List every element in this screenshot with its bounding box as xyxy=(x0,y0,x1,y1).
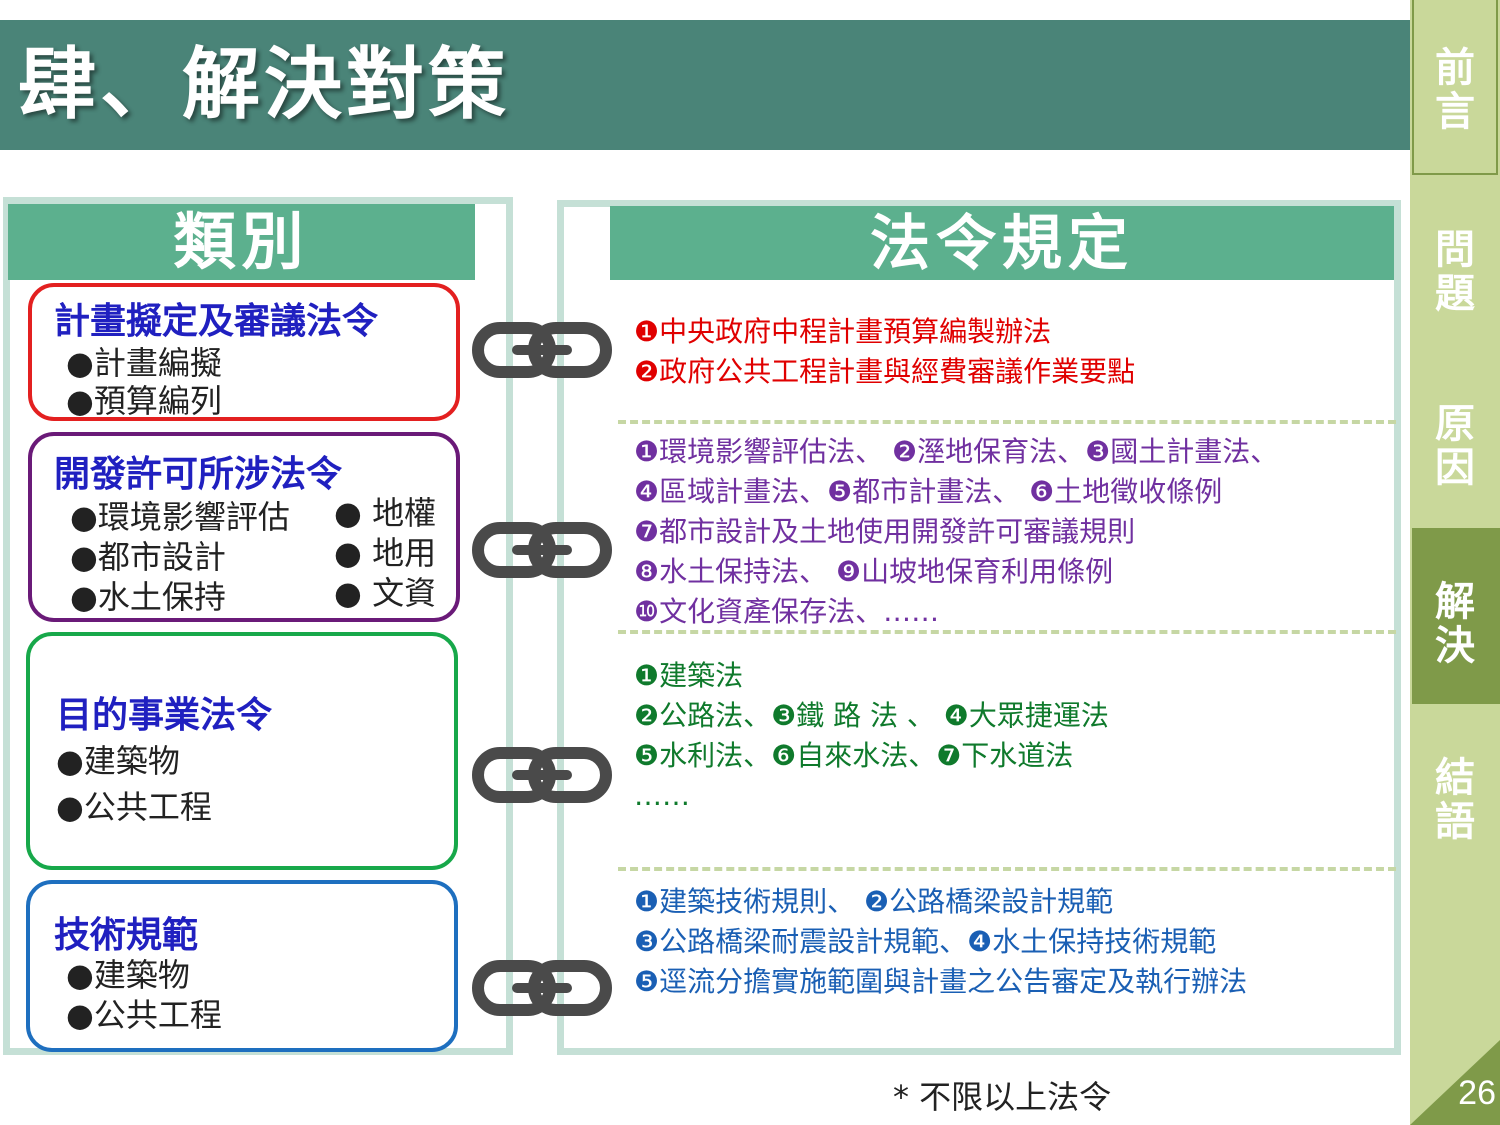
category-item: ●公共工程 xyxy=(66,996,222,1034)
regulation-item: ❺逕流分擔實施範圍與計畫之公告審定及執行辦法 xyxy=(634,965,1248,998)
regulation-item: ❸公路橋梁耐震設計規範、❹水土保持技術規範 xyxy=(634,925,1217,958)
nav-item-intro-char-1: 前 xyxy=(1435,45,1475,91)
chain-link-icon xyxy=(472,522,612,578)
regulation-header: 法令規定 xyxy=(610,206,1394,280)
regulation-group-planning: ❶中央政府中程計畫預算編製辦法 ❷政府公共工程計畫與經費審議作業要點 xyxy=(634,312,1135,392)
chain-link-icon xyxy=(472,322,612,378)
chain-link-icon xyxy=(472,960,612,1016)
category-title: 技術規範 xyxy=(54,915,199,956)
regulation-item: ❶建築技術規則、 ❷公路橋梁設計規範 xyxy=(634,885,1114,918)
category-box-purpose xyxy=(26,632,458,870)
category-box-planning xyxy=(28,283,460,421)
regulation-group-purpose: ❶建築法 ❷公路法、❸鐵 路 法 、 ❹大眾捷運法 ❺水利法、❻自來水法、❼下水… xyxy=(634,656,1109,816)
regulation-item: ❽水土保持法、 ❾山坡地保育利用條例 xyxy=(634,555,1114,588)
regulation-group-development: ❶環境影響評估法、 ❷溼地保育法、❸國土計畫法、 ❹區域計畫法、❺都市計畫法、 … xyxy=(634,432,1278,632)
category-item: ●都市設計 xyxy=(70,538,226,576)
category-item: ● 地用 xyxy=(334,534,437,572)
regulation-item: ❼都市設計及土地使用開發許可審議規則 xyxy=(634,515,1136,548)
category-item: ● 文資 xyxy=(334,574,437,612)
nav-item-conclusion-char-2: 語 xyxy=(1435,799,1475,845)
category-item: ●公共工程 xyxy=(56,788,212,826)
nav-item-cause[interactable]: 原 因 xyxy=(1412,402,1498,490)
nav-item-conclusion-char-1: 結 xyxy=(1435,755,1475,801)
nav-item-solution-char-1: 解 xyxy=(1435,579,1475,625)
page-title: 肆、解決對策 xyxy=(18,40,511,130)
regulation-group-technical: ❶建築技術規則、 ❷公路橋梁設計規範 ❸公路橋梁耐震設計規範、❹水土保持技術規範… xyxy=(634,882,1247,1002)
chain-link-icon xyxy=(472,747,612,803)
regulation-item: ❶中央政府中程計畫預算編製辦法 xyxy=(634,315,1052,348)
regulation-item: ❺水利法、❻自來水法、❼下水道法 xyxy=(634,739,1074,772)
section-divider xyxy=(618,867,1396,871)
nav-item-solution-char-2: 決 xyxy=(1435,623,1475,669)
category-box-development xyxy=(28,432,460,622)
nav-item-intro[interactable]: 前 言 xyxy=(1412,46,1498,134)
category-title: 開發許可所涉法令 xyxy=(54,454,343,495)
regulation-item: ❿文化資產保存法、…… xyxy=(634,595,940,628)
nav-item-cause-char-2: 因 xyxy=(1435,445,1475,491)
footnote: * 不限以上法令 xyxy=(893,1078,1112,1116)
category-box-technical xyxy=(26,880,458,1052)
regulation-item: ❶建築法 xyxy=(634,659,744,692)
category-item: ●環境影響評估 xyxy=(70,498,290,536)
category-title: 目的事業法令 xyxy=(56,695,273,736)
regulation-panel xyxy=(557,200,1401,1055)
category-item: ● 地權 xyxy=(334,494,437,532)
category-header: 類別 xyxy=(8,204,475,280)
nav-item-problem-char-1: 問 xyxy=(1435,227,1475,273)
category-title: 計畫擬定及審議法令 xyxy=(54,301,379,342)
nav-item-problem[interactable]: 問 題 xyxy=(1412,228,1498,316)
section-divider xyxy=(618,420,1396,424)
category-item: ●建築物 xyxy=(56,742,180,780)
regulation-item: ❷公路法、❸鐵 路 法 、 ❹大眾捷運法 xyxy=(634,699,1109,732)
nav-item-intro-char-2: 言 xyxy=(1435,89,1475,135)
category-item: ●預算編列 xyxy=(66,382,222,420)
nav-item-cause-char-1: 原 xyxy=(1435,401,1475,447)
page-corner-decoration xyxy=(1410,1040,1500,1125)
nav-active-highlight xyxy=(1412,528,1500,704)
page-number: 26 xyxy=(1458,1074,1496,1112)
regulation-item: ❶環境影響評估法、 ❷溼地保育法、❸國土計畫法、 xyxy=(634,435,1279,468)
nav-item-solution[interactable]: 解 決 xyxy=(1412,580,1498,668)
title-bar: 肆、解決對策 xyxy=(0,20,1410,150)
nav-item-problem-char-2: 題 xyxy=(1435,271,1475,317)
regulation-item: ❹區域計畫法、❺都市計畫法、 ❻土地徵收條例 xyxy=(634,475,1223,508)
regulation-item: ❷政府公共工程計畫與經費審議作業要點 xyxy=(634,355,1136,388)
category-item: ●建築物 xyxy=(66,956,190,994)
category-item: ●水土保持 xyxy=(70,578,226,616)
nav-item-conclusion[interactable]: 結 語 xyxy=(1412,756,1498,844)
category-item: ●計畫編擬 xyxy=(66,344,222,382)
section-divider xyxy=(618,630,1396,634)
regulation-item: …… xyxy=(634,779,690,812)
nav-item-frame xyxy=(1412,0,1498,175)
